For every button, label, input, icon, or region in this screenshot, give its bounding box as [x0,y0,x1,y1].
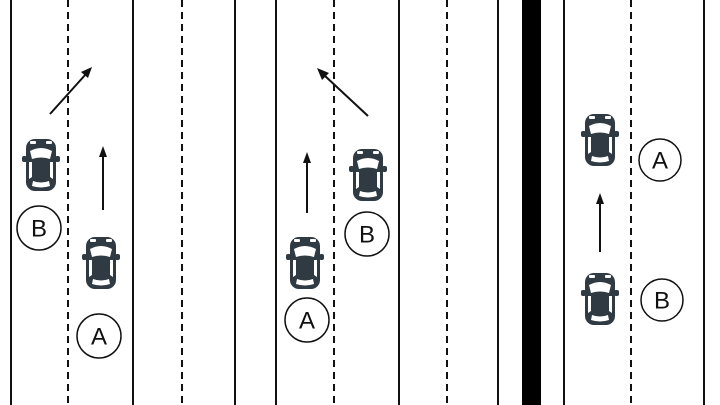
panel-3-lanes [522,0,705,405]
car-icon [286,237,324,289]
car-icon [82,237,120,289]
car-label: A [76,313,122,359]
car-icon [581,273,619,325]
car-icon [349,149,387,201]
car-label-text: A [299,308,315,335]
panel-3: A B [581,114,684,325]
car-label: A [284,297,330,343]
car-label-text: B [654,288,670,315]
straight-arrow [99,146,107,210]
car-label-text: A [652,148,668,175]
car-label-text: A [91,324,107,351]
straight-arrow [596,193,604,252]
panel-1: B A [16,67,122,359]
car-icon [22,139,60,191]
car-label-text: B [359,222,375,249]
car-label: A [638,138,682,182]
panel-1-lanes [10,0,183,405]
car-label: B [640,278,684,322]
car-label-text: B [31,216,47,243]
panel-2-lanes [234,0,499,405]
median-barrier [522,0,541,405]
panel-2: A B [284,68,390,343]
car-label: B [16,205,62,251]
lane-change-arrow [317,68,369,117]
lane-change-arrow [49,67,92,115]
car-icon [581,114,619,166]
straight-arrow [303,152,311,213]
car-label: B [344,211,390,257]
